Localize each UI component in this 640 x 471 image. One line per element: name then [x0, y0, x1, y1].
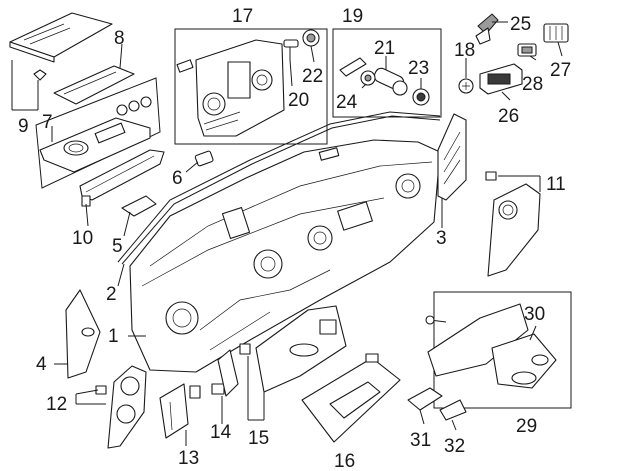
part-19-switch [339, 57, 367, 77]
part-25-switch [475, 13, 499, 45]
part-8-pad [53, 65, 135, 105]
callout-29: 29 [516, 416, 537, 437]
callout-28: 28 [522, 74, 543, 95]
callout-4: 4 [36, 354, 47, 375]
part-2-defrost-strip [117, 111, 441, 265]
leader-lines [11, 21, 563, 446]
part-6-clip [194, 150, 214, 167]
callout-31: 31 [410, 430, 431, 451]
part-22-knob [302, 29, 320, 47]
callout-8: 8 [114, 28, 125, 49]
callout-13: 13 [178, 448, 199, 469]
part-26-switch-panel [479, 63, 523, 95]
callout-20: 20 [288, 90, 309, 111]
part-4-end-panel [65, 289, 101, 379]
part-12-finish-panel [95, 365, 147, 449]
callout-5: 5 [112, 236, 123, 257]
callout-25: 25 [510, 14, 531, 35]
part-21-knob [373, 67, 408, 96]
callout-16: 16 [334, 451, 355, 471]
part-7-upper-panel [39, 96, 152, 173]
part-15-lower-panel [239, 305, 347, 393]
part-5-bracket [121, 195, 157, 217]
callout-2: 2 [106, 284, 117, 305]
callout-22: 22 [302, 66, 323, 87]
callout-21: 21 [374, 38, 395, 59]
part-28-switch [517, 43, 537, 57]
part-16-glove-box [301, 353, 401, 443]
callout-14: 14 [210, 422, 232, 443]
part-9-top-pad [9, 12, 113, 81]
callout-18: 18 [454, 40, 475, 61]
part-30-bin-assembly [425, 303, 557, 389]
callout-7: 7 [42, 112, 53, 133]
part-13-trim-pieces [159, 383, 201, 439]
callout-23: 23 [408, 58, 429, 79]
part-1-instrument-panel [129, 139, 441, 373]
callout-1: 1 [108, 326, 119, 347]
part-27-vent [543, 23, 569, 43]
part-20-bezel [195, 39, 285, 137]
part-31-bracket [407, 387, 443, 411]
callout-10: 10 [72, 228, 93, 249]
part-10-trim-strip [79, 149, 165, 207]
callout-27: 27 [550, 60, 571, 81]
callout-32: 32 [444, 436, 465, 457]
part-3-end-panel [437, 113, 467, 201]
part-20-screw [283, 39, 299, 60]
callout-6: 6 [172, 168, 183, 189]
callout-24: 24 [336, 92, 358, 113]
part-32-bracket [439, 399, 467, 421]
group-box-17 [174, 28, 328, 145]
callout-11: 11 [546, 174, 566, 195]
callout-labels: 1 2 3 4 5 6 7 8 9 10 11 12 13 14 15 16 1… [18, 6, 571, 471]
callout-9: 9 [18, 116, 29, 137]
part-23-cap [412, 88, 430, 106]
part-18-button [458, 78, 474, 94]
part-17-clip [176, 59, 194, 73]
callout-30: 30 [524, 304, 545, 325]
part-11-finish-panel [485, 171, 541, 277]
part-24-washer [360, 70, 376, 86]
callout-15: 15 [248, 428, 269, 449]
part-14-brackets [211, 349, 239, 397]
callout-26: 26 [498, 106, 519, 127]
callout-19: 19 [342, 6, 363, 27]
callout-3: 3 [436, 228, 447, 249]
group-box-7 [35, 77, 161, 189]
callout-12: 12 [46, 394, 67, 415]
callout-17: 17 [232, 6, 253, 27]
